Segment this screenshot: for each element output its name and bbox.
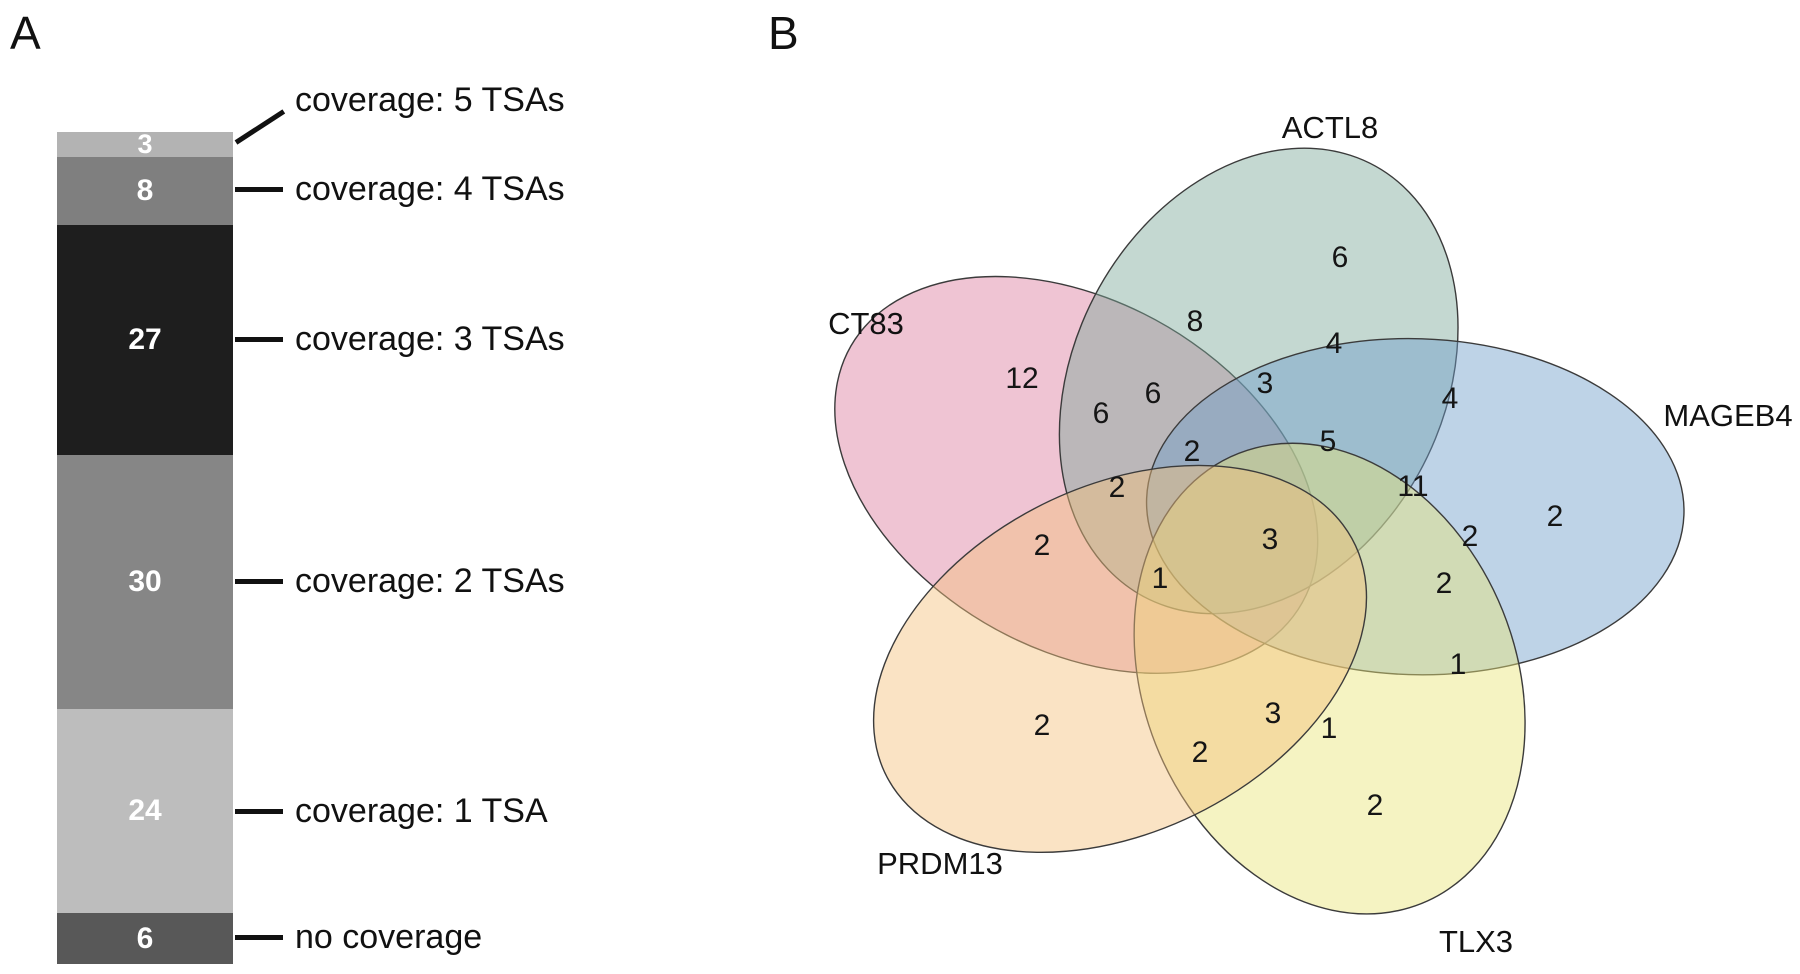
- venn-set-label-ct83: CT83: [828, 306, 904, 341]
- pointer-line: [235, 579, 283, 584]
- bar-annotation-label: no coverage: [295, 918, 483, 956]
- bar-annotation-label: coverage: 1 TSA: [295, 792, 548, 830]
- venn-ellipse-actl8: [990, 98, 1527, 664]
- venn-set-label-prdm13: PRDM13: [877, 846, 1003, 881]
- venn-region-count: 1: [1151, 562, 1169, 595]
- venn-region-count: 2: [1366, 789, 1384, 822]
- venn-region-count: 8: [1186, 305, 1204, 338]
- bar-segment-value: 8: [136, 174, 154, 208]
- venn-region-count: 6: [1092, 397, 1110, 430]
- bar-segment-coverage-3-tsas: 27: [57, 225, 233, 455]
- venn-set-label-actl8: ACTL8: [1281, 110, 1379, 145]
- venn-region-count: 6: [1331, 241, 1349, 274]
- venn-region-count: 1: [1449, 648, 1467, 681]
- venn-ellipse-mageb4: [1140, 330, 1690, 683]
- venn-region-count: 3: [1264, 697, 1282, 730]
- bar-annotation-label: coverage: 4 TSAs: [295, 170, 565, 208]
- venn-region-count: 2: [1461, 520, 1479, 553]
- bar-segment-value: 24: [128, 794, 162, 828]
- venn-region-count: 2: [1033, 709, 1051, 742]
- venn-region-count: 5: [1319, 425, 1337, 458]
- bar-segment-no-coverage: 6: [57, 913, 233, 965]
- bar-segment-coverage-1-tsa: 24: [57, 709, 233, 914]
- bar-segment-value: 3: [137, 129, 153, 160]
- venn-region-count: 2: [1108, 471, 1126, 504]
- venn-set-label-tlx3: TLX3: [1438, 924, 1514, 959]
- bar-annotation-label: coverage: 3 TSAs: [295, 320, 565, 358]
- bar-segment-value: 27: [128, 322, 162, 356]
- venn-region-count: 1: [1320, 712, 1338, 745]
- pointer-line: [235, 809, 283, 814]
- pointer-line: [235, 935, 283, 940]
- venn-region-count: 2: [1435, 567, 1453, 600]
- venn-region-count: 12: [1005, 362, 1039, 395]
- venn-region-count: 4: [1441, 382, 1459, 415]
- bar-segment-value: 6: [136, 921, 154, 955]
- panel-a-label: A: [10, 7, 41, 59]
- venn-ellipse-tlx3: [1075, 402, 1585, 956]
- bar-segment-coverage-5-tsas: 3: [57, 129, 233, 160]
- venn-ellipse-prdm13: [792, 385, 1448, 932]
- coverage-stacked-bar: 3 8 27 30 24 6: [57, 129, 233, 965]
- panel-b-label: B: [768, 7, 799, 59]
- venn-ellipse-ct83: [749, 195, 1404, 755]
- bar-segment-value: 30: [128, 564, 162, 598]
- venn-region-count: 2: [1546, 500, 1564, 533]
- bar-segment-coverage-4-tsas: 8: [57, 157, 233, 226]
- venn-region-count: 2: [1183, 435, 1201, 468]
- venn-region-count: 2: [1191, 736, 1209, 769]
- pointer-line: [235, 187, 283, 192]
- venn-region-count: 6: [1144, 377, 1162, 410]
- bar-annotation-label: coverage: 5 TSAs: [295, 81, 565, 119]
- venn-region-count: 11: [1397, 470, 1429, 503]
- bar-segment-coverage-2-tsas: 30: [57, 454, 233, 710]
- venn-region-count: 2: [1033, 529, 1051, 562]
- venn-set-label-mageb4: MAGEB4: [1663, 398, 1793, 433]
- pointer-line: [235, 337, 283, 342]
- venn-region-count: 3: [1256, 367, 1274, 400]
- venn-region-count: 4: [1325, 327, 1343, 360]
- bar-annotation-label: coverage: 2 TSAs: [295, 562, 565, 600]
- venn-region-count: 3: [1261, 523, 1279, 556]
